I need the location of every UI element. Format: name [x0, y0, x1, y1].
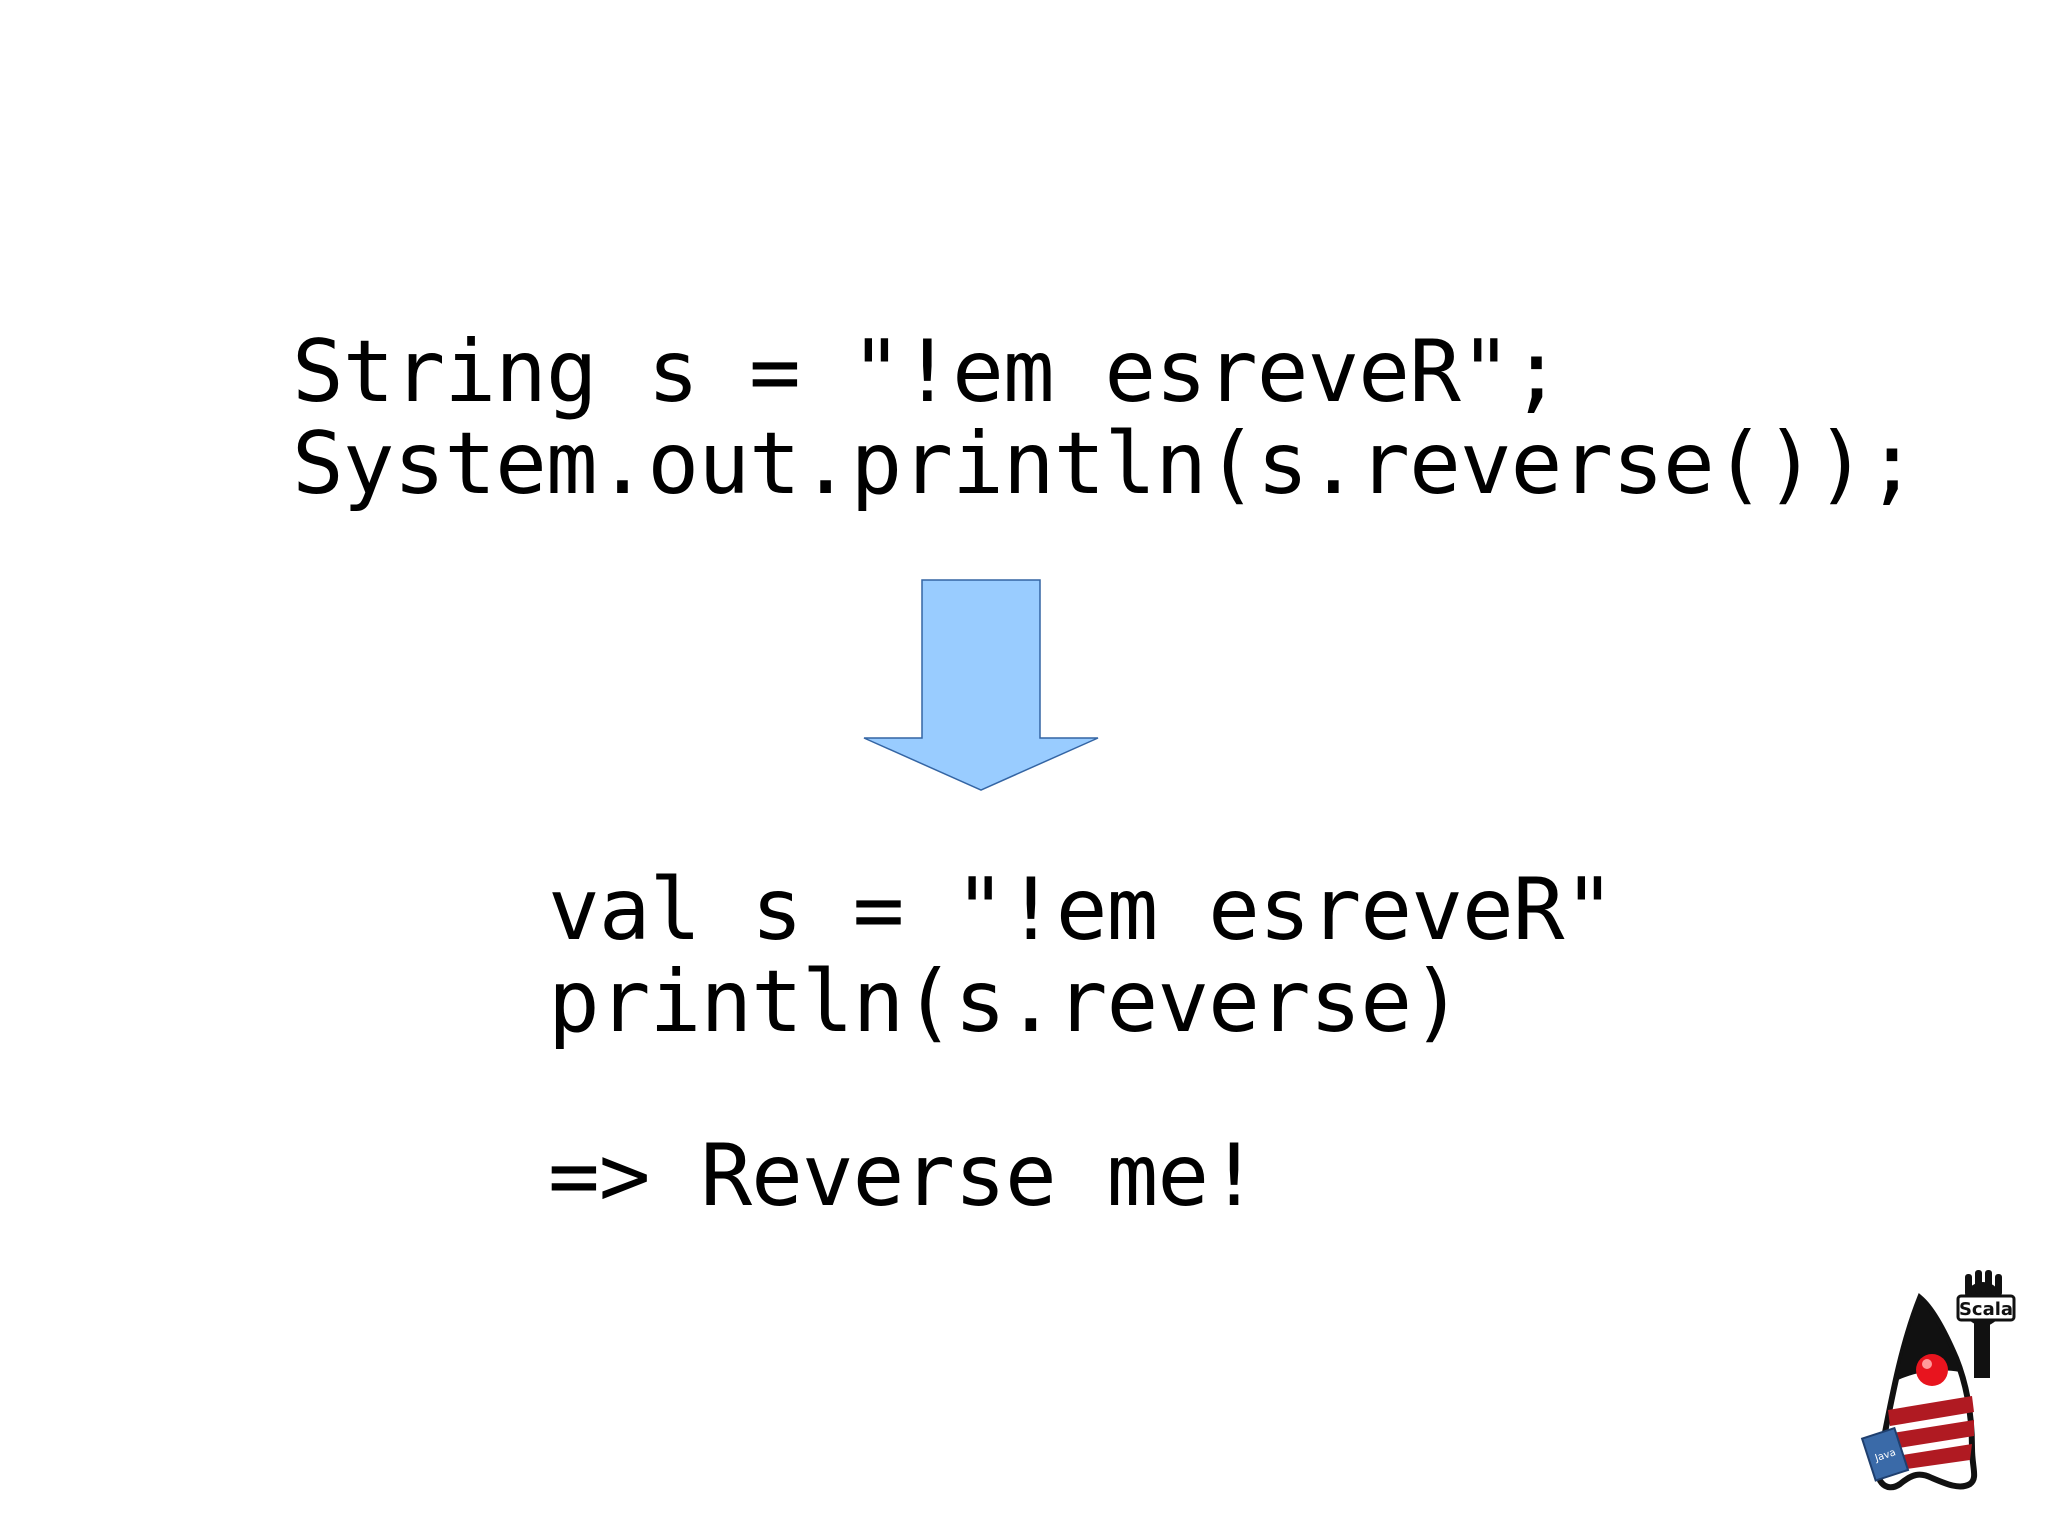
scala-code-block: val s = "!em esreveR"println(s.reverse) — [548, 860, 1615, 1052]
scala-badge: Scala — [1956, 1294, 2016, 1322]
mascot-nose — [1916, 1354, 1948, 1386]
java-book: Java — [1860, 1426, 1910, 1482]
duke-scala-mascot-icon: Scala Java — [1860, 1270, 2016, 1491]
mascot-hand — [1963, 1270, 2003, 1378]
java-code-line-1: String s = "!em esreveR"; — [292, 322, 1562, 422]
scala-code-line-1: val s = "!em esreveR" — [548, 860, 1615, 960]
scala-badge-text: Scala — [1959, 1299, 2013, 1320]
scala-code-line-2: println(s.reverse) — [548, 952, 1463, 1052]
java-code-block: String s = "!em esreveR";System.out.prin… — [292, 322, 1918, 514]
down-arrow-icon — [863, 579, 1099, 791]
down-arrow-shape — [863, 579, 1099, 791]
result-output: => Reverse me! — [548, 1126, 1260, 1226]
java-code-line-2: System.out.println(s.reverse()); — [292, 414, 1918, 514]
mascot-head — [1898, 1298, 1960, 1380]
